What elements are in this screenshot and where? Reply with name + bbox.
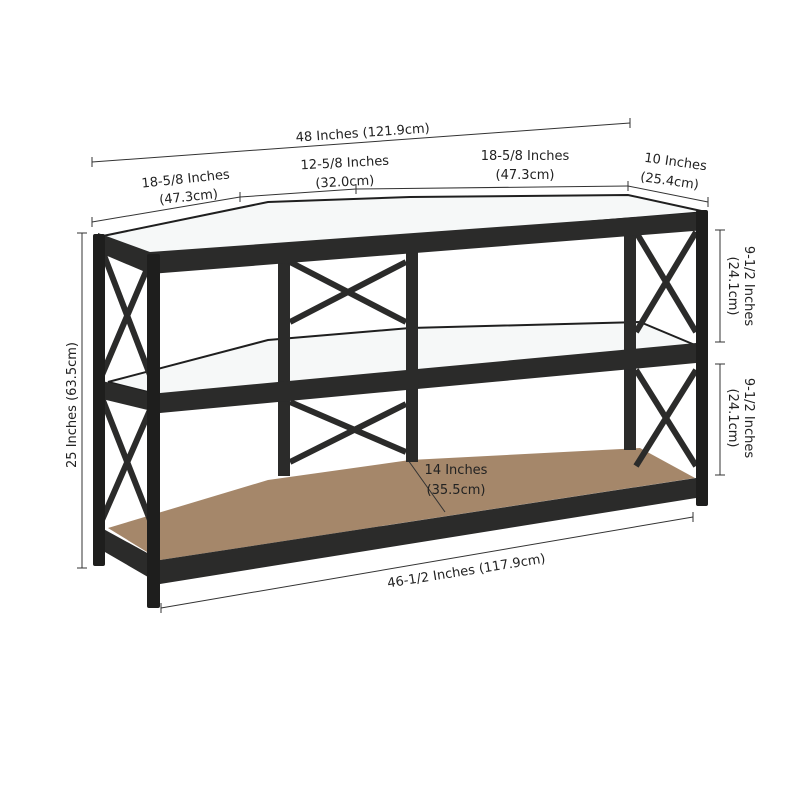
overall-width-line [91, 122, 631, 163]
upper-clearance-label-line1: 9-1/2 Inches [741, 246, 756, 326]
middle-left-side-rail [98, 380, 160, 413]
top-left-side-rail [98, 233, 150, 274]
rear-x-braces [288, 259, 408, 465]
lower-clearance-label-line1: 9-1/2 Inches [741, 378, 756, 458]
left-side-x-braces [99, 248, 153, 522]
console-table [93, 193, 708, 608]
bottom-width-line [160, 516, 694, 609]
middle-front-rail [160, 343, 696, 413]
depth-line [627, 185, 709, 203]
front-left-label-line2: (47.3cm) [159, 187, 219, 208]
lower-clearance-label-line2: (24.1cm) [725, 389, 740, 448]
bottom-width-label: 46-1/2 Inches (117.9cm) [386, 552, 546, 592]
bottom-left-side-rail [98, 526, 160, 584]
front-right-line [355, 185, 629, 190]
bottom-front-rail [160, 478, 696, 584]
front-center-label-line2: (32.0cm) [315, 173, 375, 191]
bottom-shelf-depth-label-line1: 14 Inches [425, 463, 488, 478]
front-left-outer-leg [93, 234, 105, 566]
rear-right-leg [624, 228, 636, 450]
front-center-line [239, 188, 357, 198]
front-left-line [91, 196, 241, 223]
upper-clearance-label-line2: (24.1cm) [725, 257, 740, 316]
front-right-label-line1: 18-5/8 Inches [481, 149, 570, 164]
front-center-label-line1: 12-5/8 Inches [300, 154, 389, 174]
front-left-inner-leg [147, 254, 160, 608]
front-right-leg [696, 210, 708, 506]
front-right-label-line2: (47.3cm) [496, 168, 555, 183]
top-front-rail [150, 212, 706, 274]
dimension-lines [77, 118, 725, 613]
bottom-shelf-depth-label-line2: (35.5cm) [427, 483, 486, 498]
bottom-wood-shelf [108, 448, 695, 560]
right-side-x-braces [633, 230, 699, 468]
bottom-shelf-depth-line [407, 459, 446, 513]
overall-height-label: 25 Inches (63.5cm) [65, 342, 80, 468]
rear-right-inner-leg [406, 250, 418, 462]
rear-left-inner-leg [278, 262, 290, 476]
